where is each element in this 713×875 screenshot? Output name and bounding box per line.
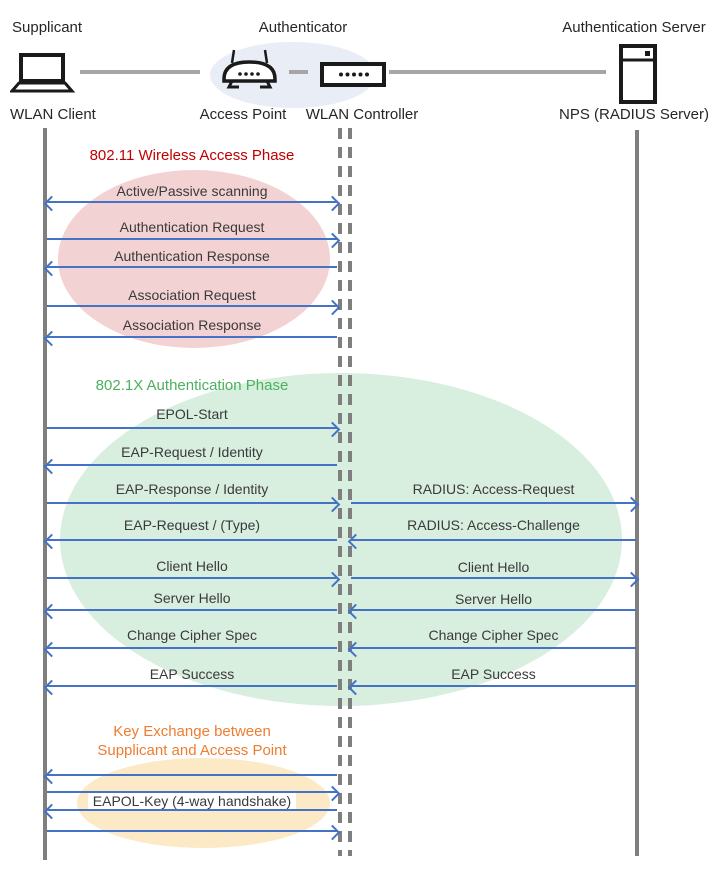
message-label: Server Hello xyxy=(153,590,231,606)
link-client-ap xyxy=(80,70,200,74)
access-point-label: Access Point xyxy=(199,106,287,123)
message-arrow xyxy=(43,458,338,474)
wlan-controller-label: WLAN Controller xyxy=(305,106,419,123)
message-label: RADIUS: Access-Challenge xyxy=(407,517,580,533)
message-arrow xyxy=(43,260,338,276)
message-arrow xyxy=(350,571,640,587)
access-point-icon xyxy=(222,49,277,89)
message-arrow xyxy=(43,641,338,657)
message-label: EAPOL-Key (4-way handshake) xyxy=(46,793,338,810)
message-arrow xyxy=(46,421,341,437)
message-arrow xyxy=(347,641,637,657)
supplicant-lifeline xyxy=(43,128,47,860)
message-label: Active/Passive scanning xyxy=(116,183,268,199)
server-icon xyxy=(619,44,657,104)
message-label: EAP-Response / Identity xyxy=(115,481,269,497)
message-arrow xyxy=(43,533,338,549)
auth-server-lifeline xyxy=(635,130,639,856)
link-ap-controller xyxy=(289,70,308,74)
message-label: Server Hello xyxy=(454,591,533,607)
message-label: RADIUS: Access-Request xyxy=(412,481,575,497)
message-arrow xyxy=(46,571,341,587)
message-label: Change Cipher Spec xyxy=(428,627,559,643)
wlan-client-label: WLAN Client xyxy=(10,106,96,123)
message-label: Association Request xyxy=(128,287,256,303)
message-arrow xyxy=(347,679,637,695)
message-arrow xyxy=(46,299,341,315)
message-arrow xyxy=(43,195,341,211)
message-label: Change Cipher Spec xyxy=(127,627,257,643)
message-arrow xyxy=(347,603,637,619)
wireless-access-phase-ellipse xyxy=(58,170,330,348)
wlan-controller-icon xyxy=(320,62,386,87)
message-arrow xyxy=(43,803,338,819)
dot1x-authentication-phase-title: 802.1X Authentication Phase xyxy=(95,377,289,394)
message-label: Association Response xyxy=(122,317,262,333)
message-arrow xyxy=(350,496,640,512)
message-label: EAP Success xyxy=(451,666,536,682)
message-label: Client Hello xyxy=(457,559,530,575)
authenticator-role-label: Authenticator xyxy=(258,19,348,36)
message-label: EAP-Request / Identity xyxy=(121,444,263,460)
message-label: Authentication Response xyxy=(114,248,270,264)
message-label: EAP-Request / (Type) xyxy=(123,517,261,533)
message-arrow xyxy=(46,496,341,512)
authenticator-lifeline-right xyxy=(348,128,352,856)
wireless-access-phase-title: 802.11 Wireless Access Phase xyxy=(89,147,295,164)
laptop-icon xyxy=(10,53,76,93)
message-arrow xyxy=(347,533,637,549)
message-arrow xyxy=(43,330,338,346)
message-label: EAP Success xyxy=(149,666,235,682)
message-arrow xyxy=(43,603,338,619)
message-label: Authentication Request xyxy=(119,219,265,235)
message-arrow xyxy=(43,679,338,695)
link-controller-server xyxy=(389,70,606,74)
message-arrow xyxy=(46,824,341,840)
supplicant-role-label: Supplicant xyxy=(12,19,83,36)
message-label: EPOL-Start xyxy=(156,406,228,422)
auth-server-role-label: Authentication Server xyxy=(562,19,706,36)
message-arrow xyxy=(43,768,338,784)
message-arrow xyxy=(46,785,341,801)
nps-radius-server-label: NPS (RADIUS Server) xyxy=(558,106,710,123)
message-arrow xyxy=(46,232,341,248)
authenticator-lifeline-left xyxy=(338,128,342,856)
message-label: Client Hello xyxy=(156,558,228,574)
